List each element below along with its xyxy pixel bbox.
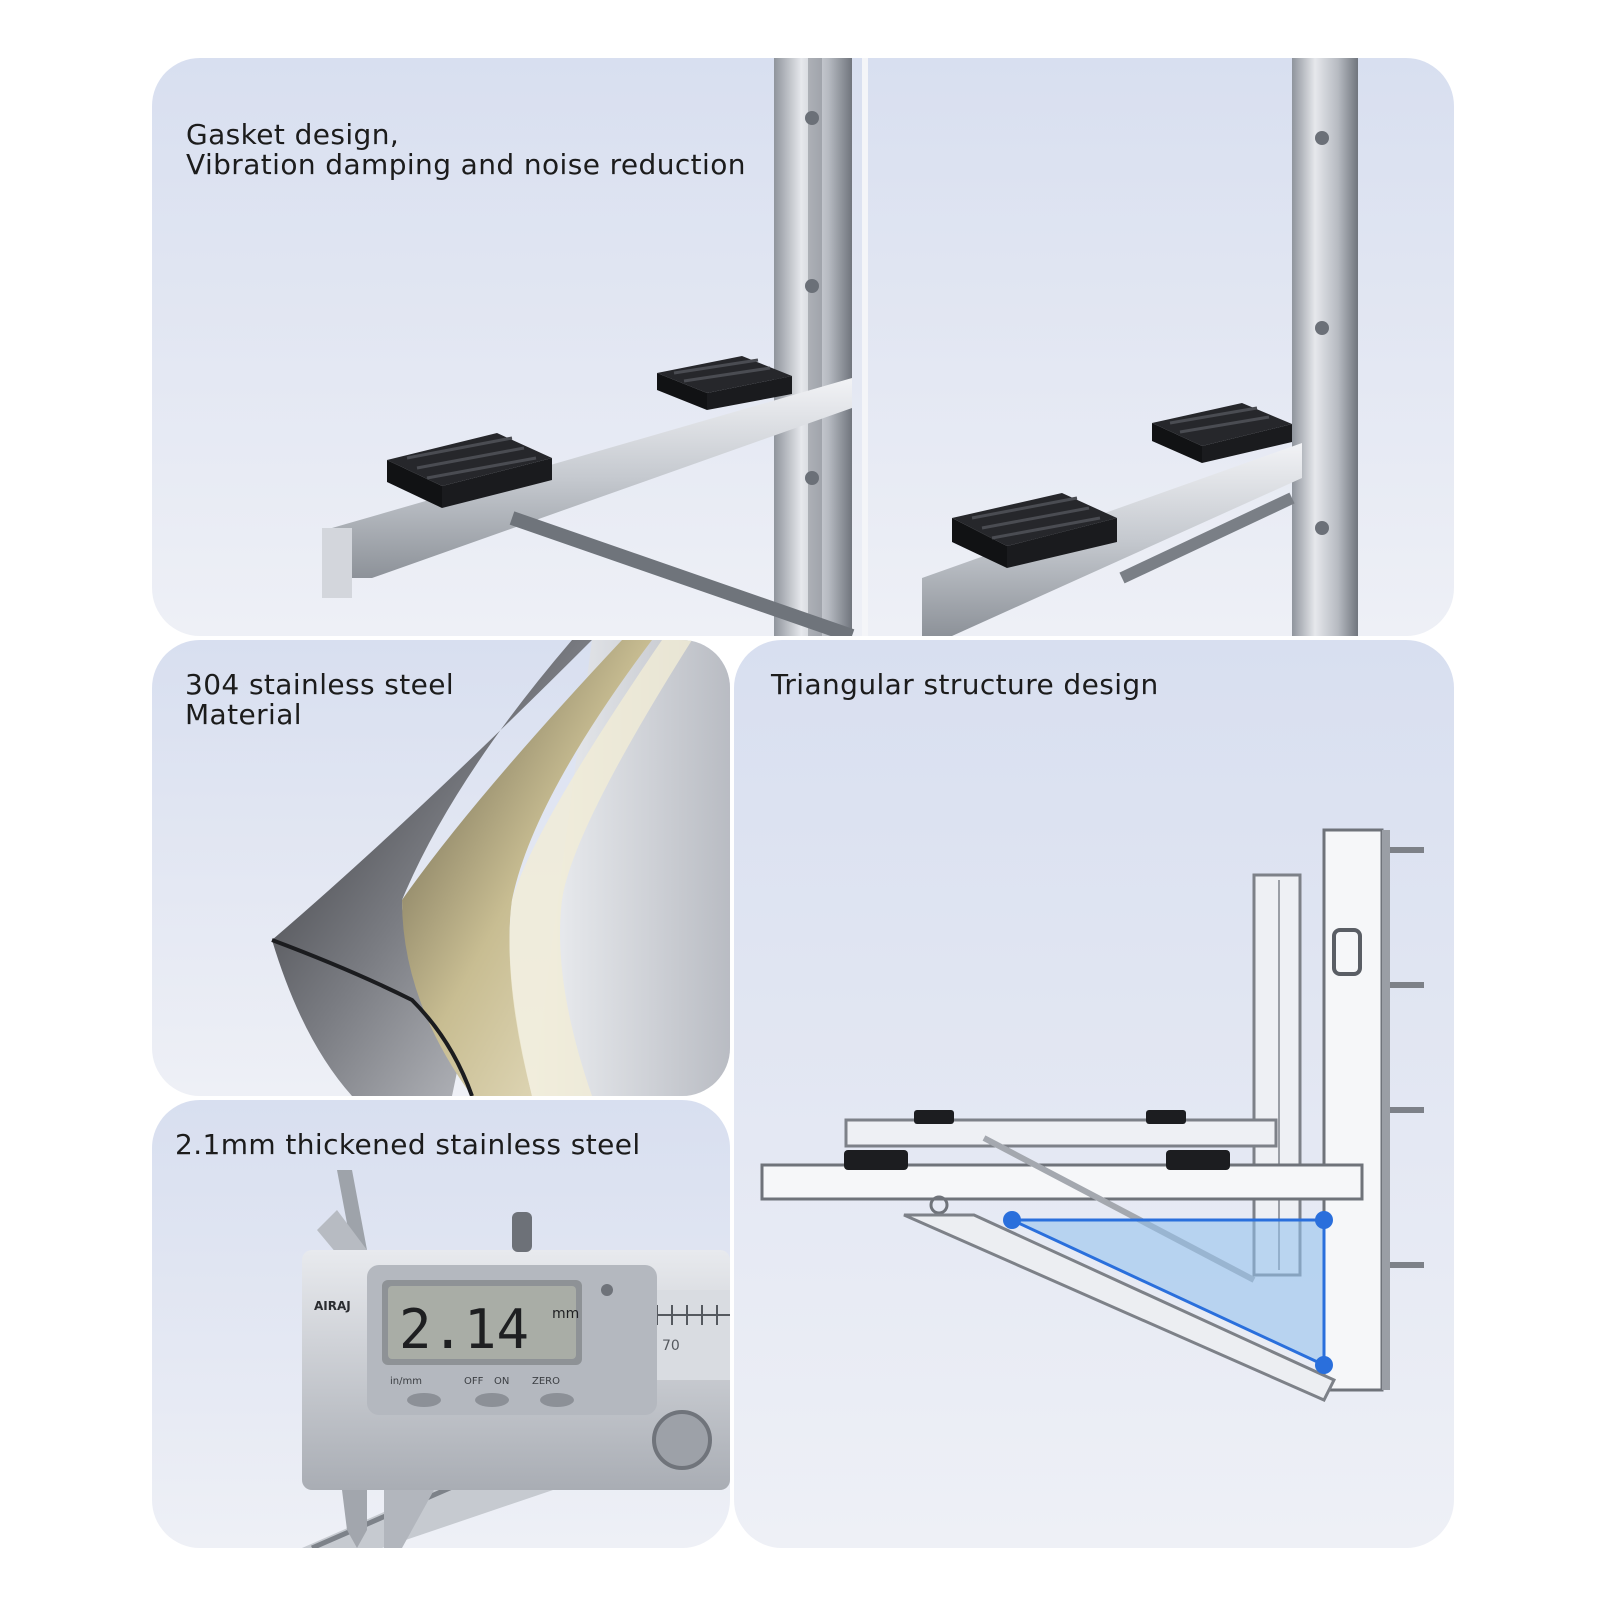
rubber-pad-left-front <box>387 433 552 508</box>
scale-mark: 70 <box>662 1338 680 1354</box>
material-panel: 304 stainless steel Material <box>152 640 730 1096</box>
photo-divider <box>862 58 868 636</box>
brace-right <box>1119 492 1295 584</box>
rubber-pad <box>1146 1110 1186 1124</box>
thumb-screw <box>512 1212 532 1252</box>
hanging-loop <box>1332 928 1362 976</box>
caliper-button-zero <box>540 1393 574 1407</box>
button-label-off: OFF <box>464 1376 484 1387</box>
bolt-icon <box>1315 131 1329 145</box>
button-label-on: ON <box>494 1376 509 1387</box>
caliper-button-onoff <box>475 1393 509 1407</box>
gasket-panel: Gasket design, Vibration damping and noi… <box>152 58 1454 636</box>
button-label-zero: ZERO <box>532 1376 560 1387</box>
bolt-icon <box>1315 521 1329 535</box>
triangle-panel: Triangular structure design <box>734 640 1454 1548</box>
gasket-caption-line1: Gasket design, <box>186 118 400 151</box>
caliper-wheel <box>652 1410 712 1470</box>
rubber-pad-right-front <box>952 493 1117 568</box>
triangle-caption: Triangular structure design <box>771 668 1159 701</box>
gasket-caption-line2: Vibration damping and noise reduction <box>186 148 746 181</box>
vertical-rail-right <box>1292 58 1358 636</box>
screw-icon <box>601 1284 613 1296</box>
triangle-vertex-top-right <box>1315 1211 1333 1229</box>
thickness-caption: 2.1mm thickened stainless steel <box>175 1128 641 1161</box>
material-caption: 304 stainless steel Material <box>185 670 454 730</box>
material-caption-line2: Material <box>185 698 302 731</box>
rubber-pad <box>914 1110 954 1124</box>
thickness-panel: 2.1mm thickened stainless steel 70 2.14 … <box>152 1100 730 1548</box>
caliper-button-inmm <box>407 1393 441 1407</box>
front-vertical-rail <box>1322 828 1384 1392</box>
caliper-lower-jaw-left <box>342 1490 367 1548</box>
button-label-inmm: in/mm <box>390 1376 422 1387</box>
gasket-caption: Gasket design, Vibration damping and noi… <box>186 120 746 180</box>
brace-left <box>509 511 855 636</box>
rubber-pad <box>1166 1150 1230 1170</box>
rubber-pad <box>844 1150 908 1170</box>
caliper-lower-jaw-right <box>384 1490 434 1548</box>
rubber-pad-left-back <box>657 356 792 410</box>
triangle-vertex-left <box>1003 1211 1021 1229</box>
bolt-icon <box>805 471 819 485</box>
caliper-upper-jaw-left <box>337 1170 367 1250</box>
caliper-reading: 2.14 <box>399 1298 529 1361</box>
rubber-pad-right-back <box>1152 403 1292 463</box>
triangle-highlight <box>1011 1218 1326 1368</box>
caliper-brand: AIRAJ <box>314 1299 351 1313</box>
bolt-icon <box>805 279 819 293</box>
bolt-icon <box>805 111 819 125</box>
rivet-icon <box>929 1195 949 1215</box>
bolt-icon <box>1315 321 1329 335</box>
caliper-unit: mm <box>552 1306 579 1322</box>
triangle-bracket-illustration <box>760 828 1424 1402</box>
back-horizontal-arm <box>844 1118 1278 1148</box>
back-vertical-rail <box>1252 873 1302 1277</box>
steel-edge-closeup <box>271 640 730 1096</box>
caliper-illustration: 70 2.14 mm in/mm OFF ON ZERO AIRAJ <box>302 1170 730 1548</box>
diagonal-brace <box>903 1213 1337 1402</box>
gasket-bracket-illustration <box>322 58 1358 636</box>
material-caption-line1: 304 stainless steel <box>185 668 455 701</box>
horizontal-arm-left <box>332 378 852 578</box>
triangle-vertex-bottom <box>1315 1356 1333 1374</box>
